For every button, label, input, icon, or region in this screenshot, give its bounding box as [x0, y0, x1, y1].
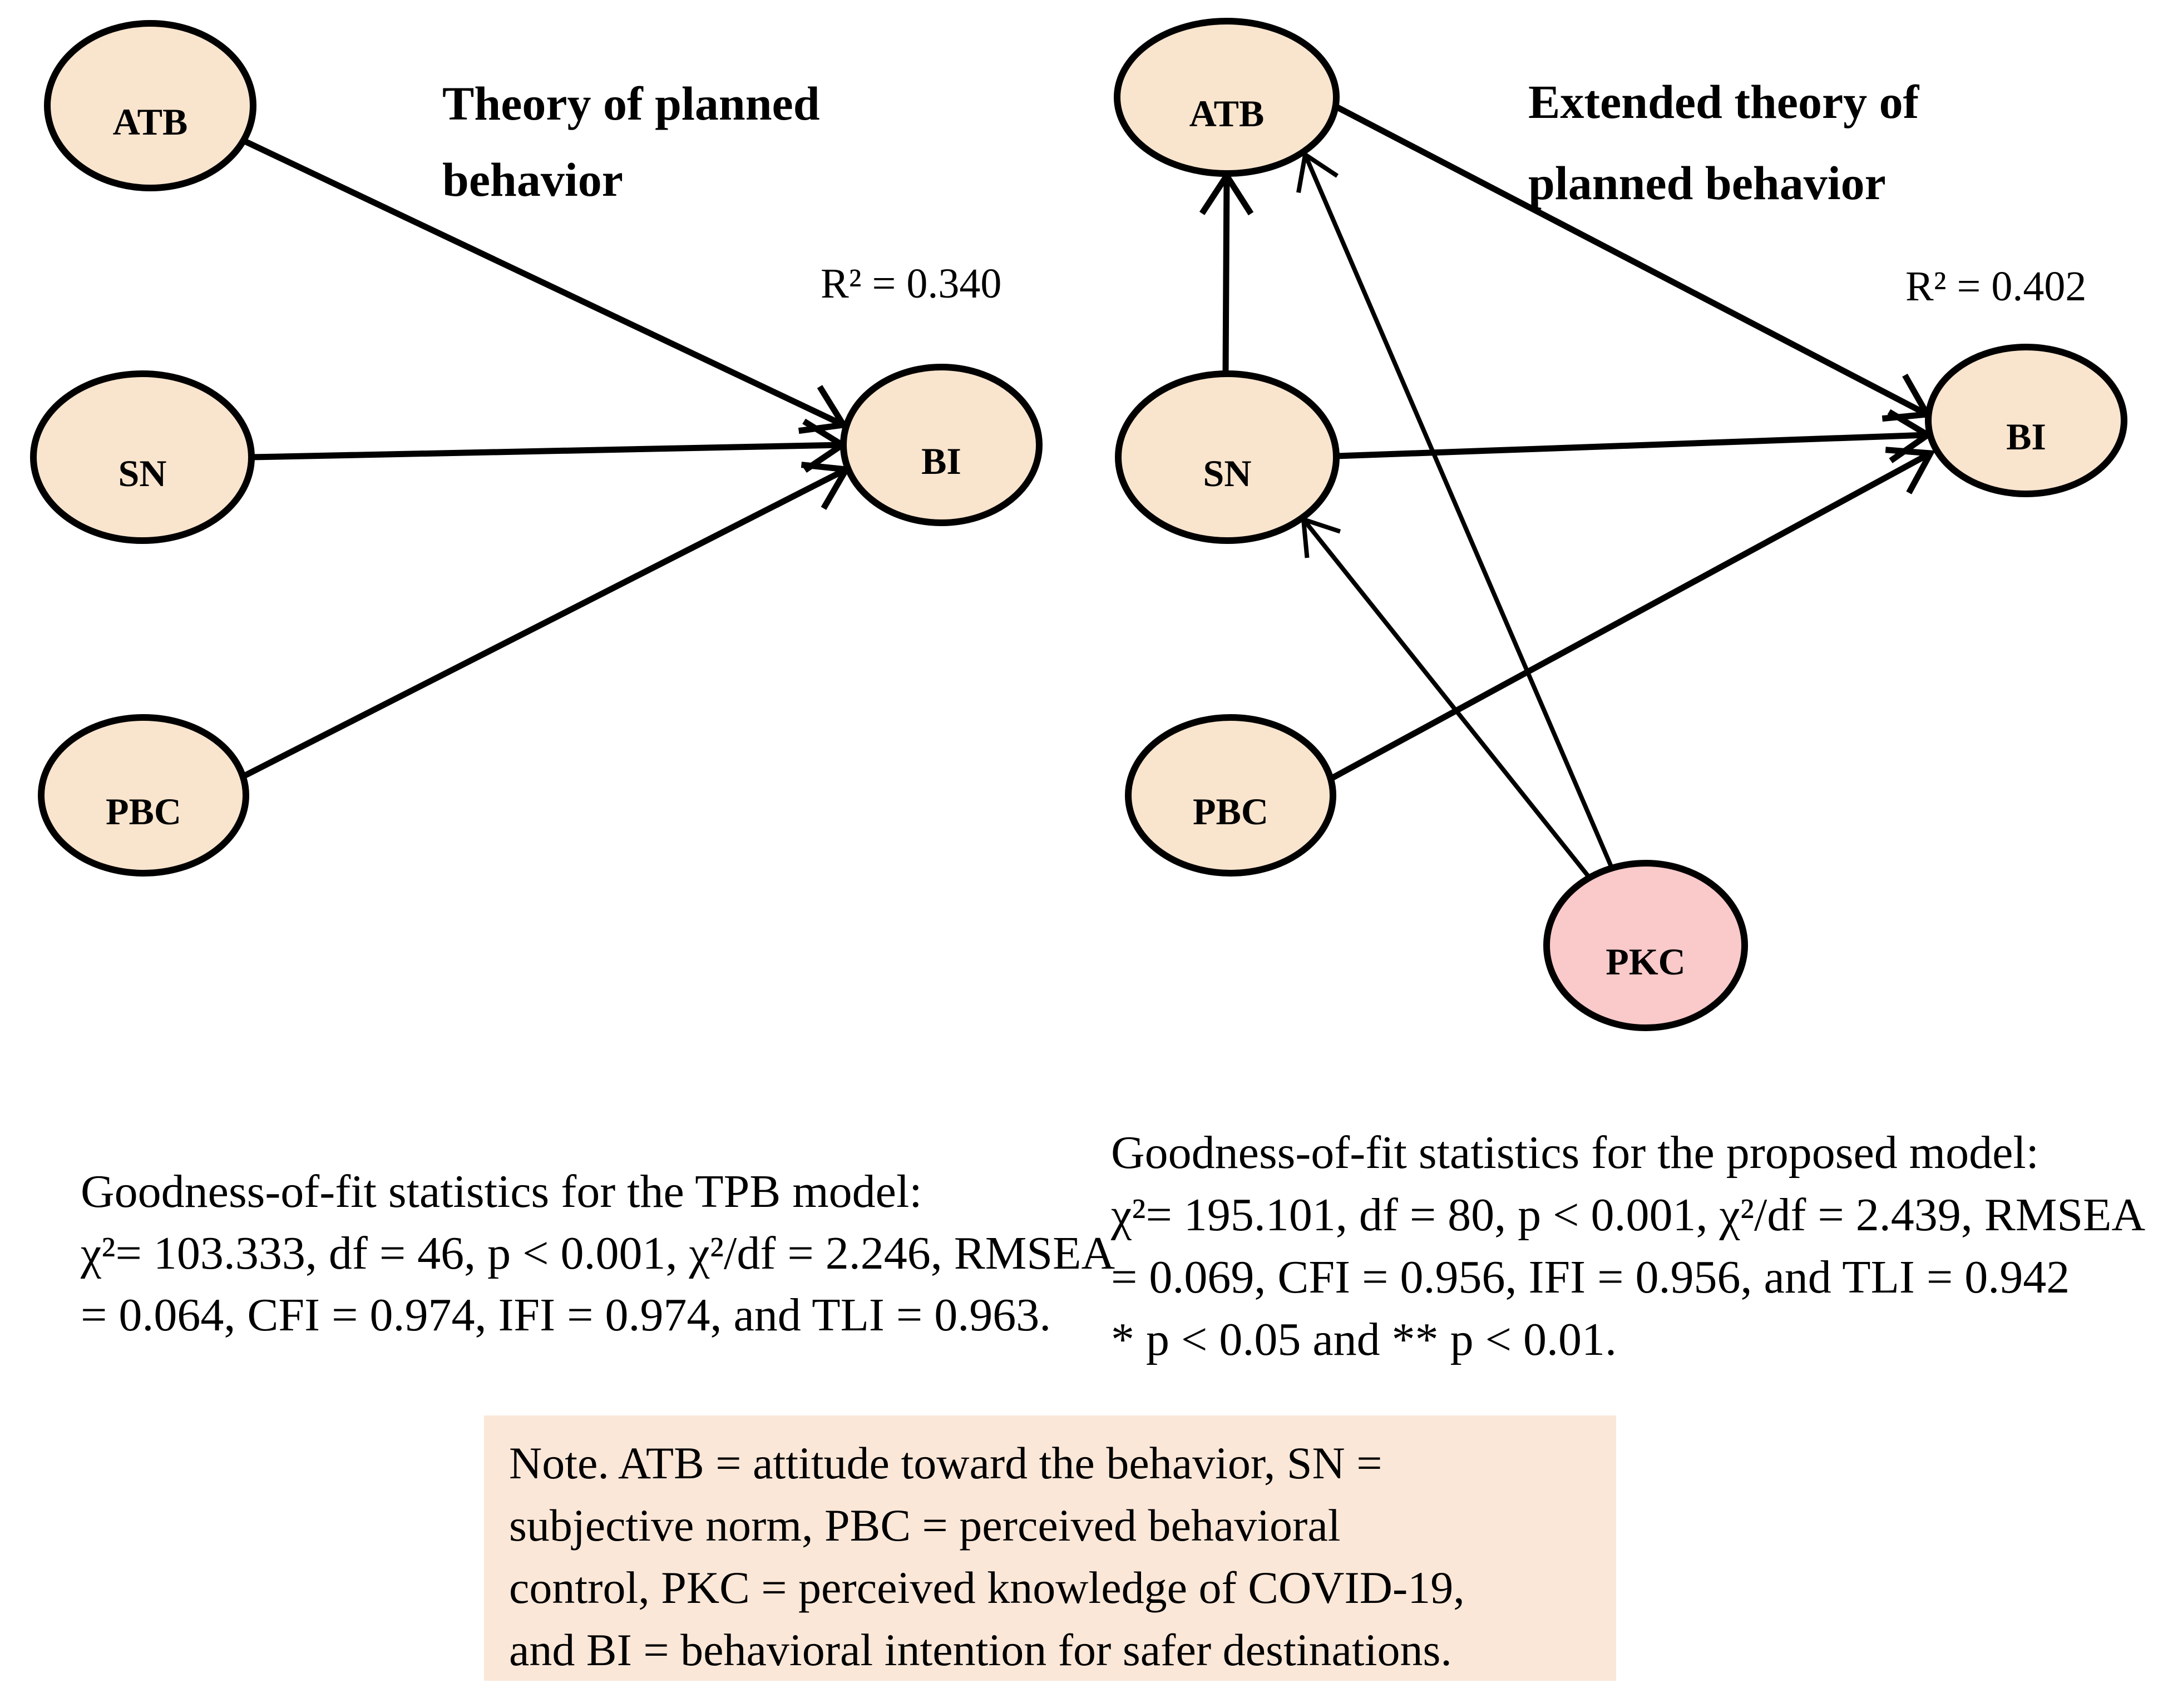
left-fit-statistics: Goodness-of-fit statistics for the TPB m…: [80, 1166, 1115, 1341]
arrow-pbc-to-bi-right: [1331, 447, 1935, 780]
node-sn-right: SN: [1115, 370, 1340, 544]
arrow-sn-to-bi-left: [251, 418, 848, 473]
node-pbc-right-ellipse: [1125, 714, 1336, 877]
note-line3: control, PKC = perceived knowledge of CO…: [509, 1562, 1465, 1613]
right-fit-stats-line4: * p < 0.05 and ** p < 0.01.: [1111, 1314, 1617, 1365]
arrow-sn-to-atb-right: [1199, 170, 1254, 374]
right-fit-stats-line2: χ²= 195.101, df = 80, p < 0.001, χ²/df =…: [1110, 1189, 2145, 1241]
node-bi-right-ellipse: [1925, 344, 2127, 497]
note-box: Note. ATB = attitude toward the behavior…: [484, 1415, 1616, 1681]
left-fit-stats-line1: Goodness-of-fit statistics for the TPB m…: [81, 1166, 922, 1217]
arrow-atb-to-bi-right: [1335, 104, 1932, 422]
node-pbc-left: PBC: [38, 714, 249, 877]
node-bi-left: BI: [840, 364, 1043, 526]
right-fit-stats-line3: = 0.069, CFI = 0.956, IFI = 0.956, and T…: [1111, 1251, 2070, 1303]
node-sn-left: SN: [30, 370, 255, 544]
left-model-title-line2: behavior: [442, 153, 623, 206]
left-model-r-squared: R² = 0.340: [821, 260, 1001, 307]
node-atb-right-ellipse: [1114, 18, 1340, 177]
right-model: ATB SN PBC PKC BI Extended theory of pla…: [1114, 18, 2127, 1031]
arrow-pkc-to-atb-right: [1296, 151, 1614, 869]
node-bi-left-label: BI: [921, 440, 961, 482]
note-line4: and BI = behavioral intention for safer …: [509, 1625, 1452, 1675]
node-sn-left-ellipse: [30, 370, 255, 544]
right-fit-statistics: Goodness-of-fit statistics for the propo…: [1110, 1127, 2145, 1365]
node-bi-right: BI: [1925, 344, 2127, 497]
node-atb-left-ellipse: [44, 20, 256, 191]
node-sn-right-label: SN: [1203, 452, 1252, 494]
left-model: ATB SN PBC BI Theory of planned behavior…: [30, 20, 1043, 877]
node-pbc-left-ellipse: [38, 714, 249, 877]
arrow-atb-to-bi-left: [242, 138, 849, 434]
node-pbc-left-label: PBC: [106, 790, 181, 833]
arrow-pkc-to-sn-right: [1301, 516, 1596, 885]
right-model-title-line2: planned behavior: [1528, 156, 1886, 210]
node-atb-right-label: ATB: [1189, 92, 1265, 135]
arrow-pbc-to-bi-left: [241, 462, 852, 779]
left-fit-stats-line2: χ²= 103.333, df = 46, p < 0.001, χ²/df =…: [80, 1227, 1115, 1279]
node-pbc-right-label: PBC: [1193, 790, 1268, 833]
node-bi-right-label: BI: [2006, 415, 2046, 458]
note-line2: subjective norm, PBC = perceived behavio…: [509, 1500, 1341, 1551]
left-model-title-line1: Theory of planned: [442, 77, 820, 130]
node-sn-right-ellipse: [1115, 370, 1340, 544]
left-fit-stats-line3: = 0.064, CFI = 0.974, IFI = 0.974, and T…: [81, 1289, 1051, 1341]
node-sn-left-label: SN: [118, 452, 167, 494]
node-atb-left-label: ATB: [113, 101, 188, 143]
node-pkc-right: PKC: [1543, 860, 1748, 1031]
node-atb-left: ATB: [44, 20, 256, 191]
right-model-r-squared: R² = 0.402: [1905, 263, 2086, 310]
right-model-title-line1: Extended theory of: [1528, 75, 1920, 128]
right-fit-stats-line1: Goodness-of-fit statistics for the propo…: [1111, 1127, 2039, 1179]
node-pkc-right-label: PKC: [1606, 940, 1686, 983]
note-line1: Note. ATB = attitude toward the behavior…: [509, 1438, 1382, 1488]
node-pbc-right: PBC: [1125, 714, 1336, 877]
node-atb-right: ATB: [1114, 18, 1340, 177]
note-box-background: [484, 1415, 1616, 1681]
node-bi-left-ellipse: [840, 364, 1043, 526]
node-pkc-right-ellipse: [1543, 860, 1748, 1031]
